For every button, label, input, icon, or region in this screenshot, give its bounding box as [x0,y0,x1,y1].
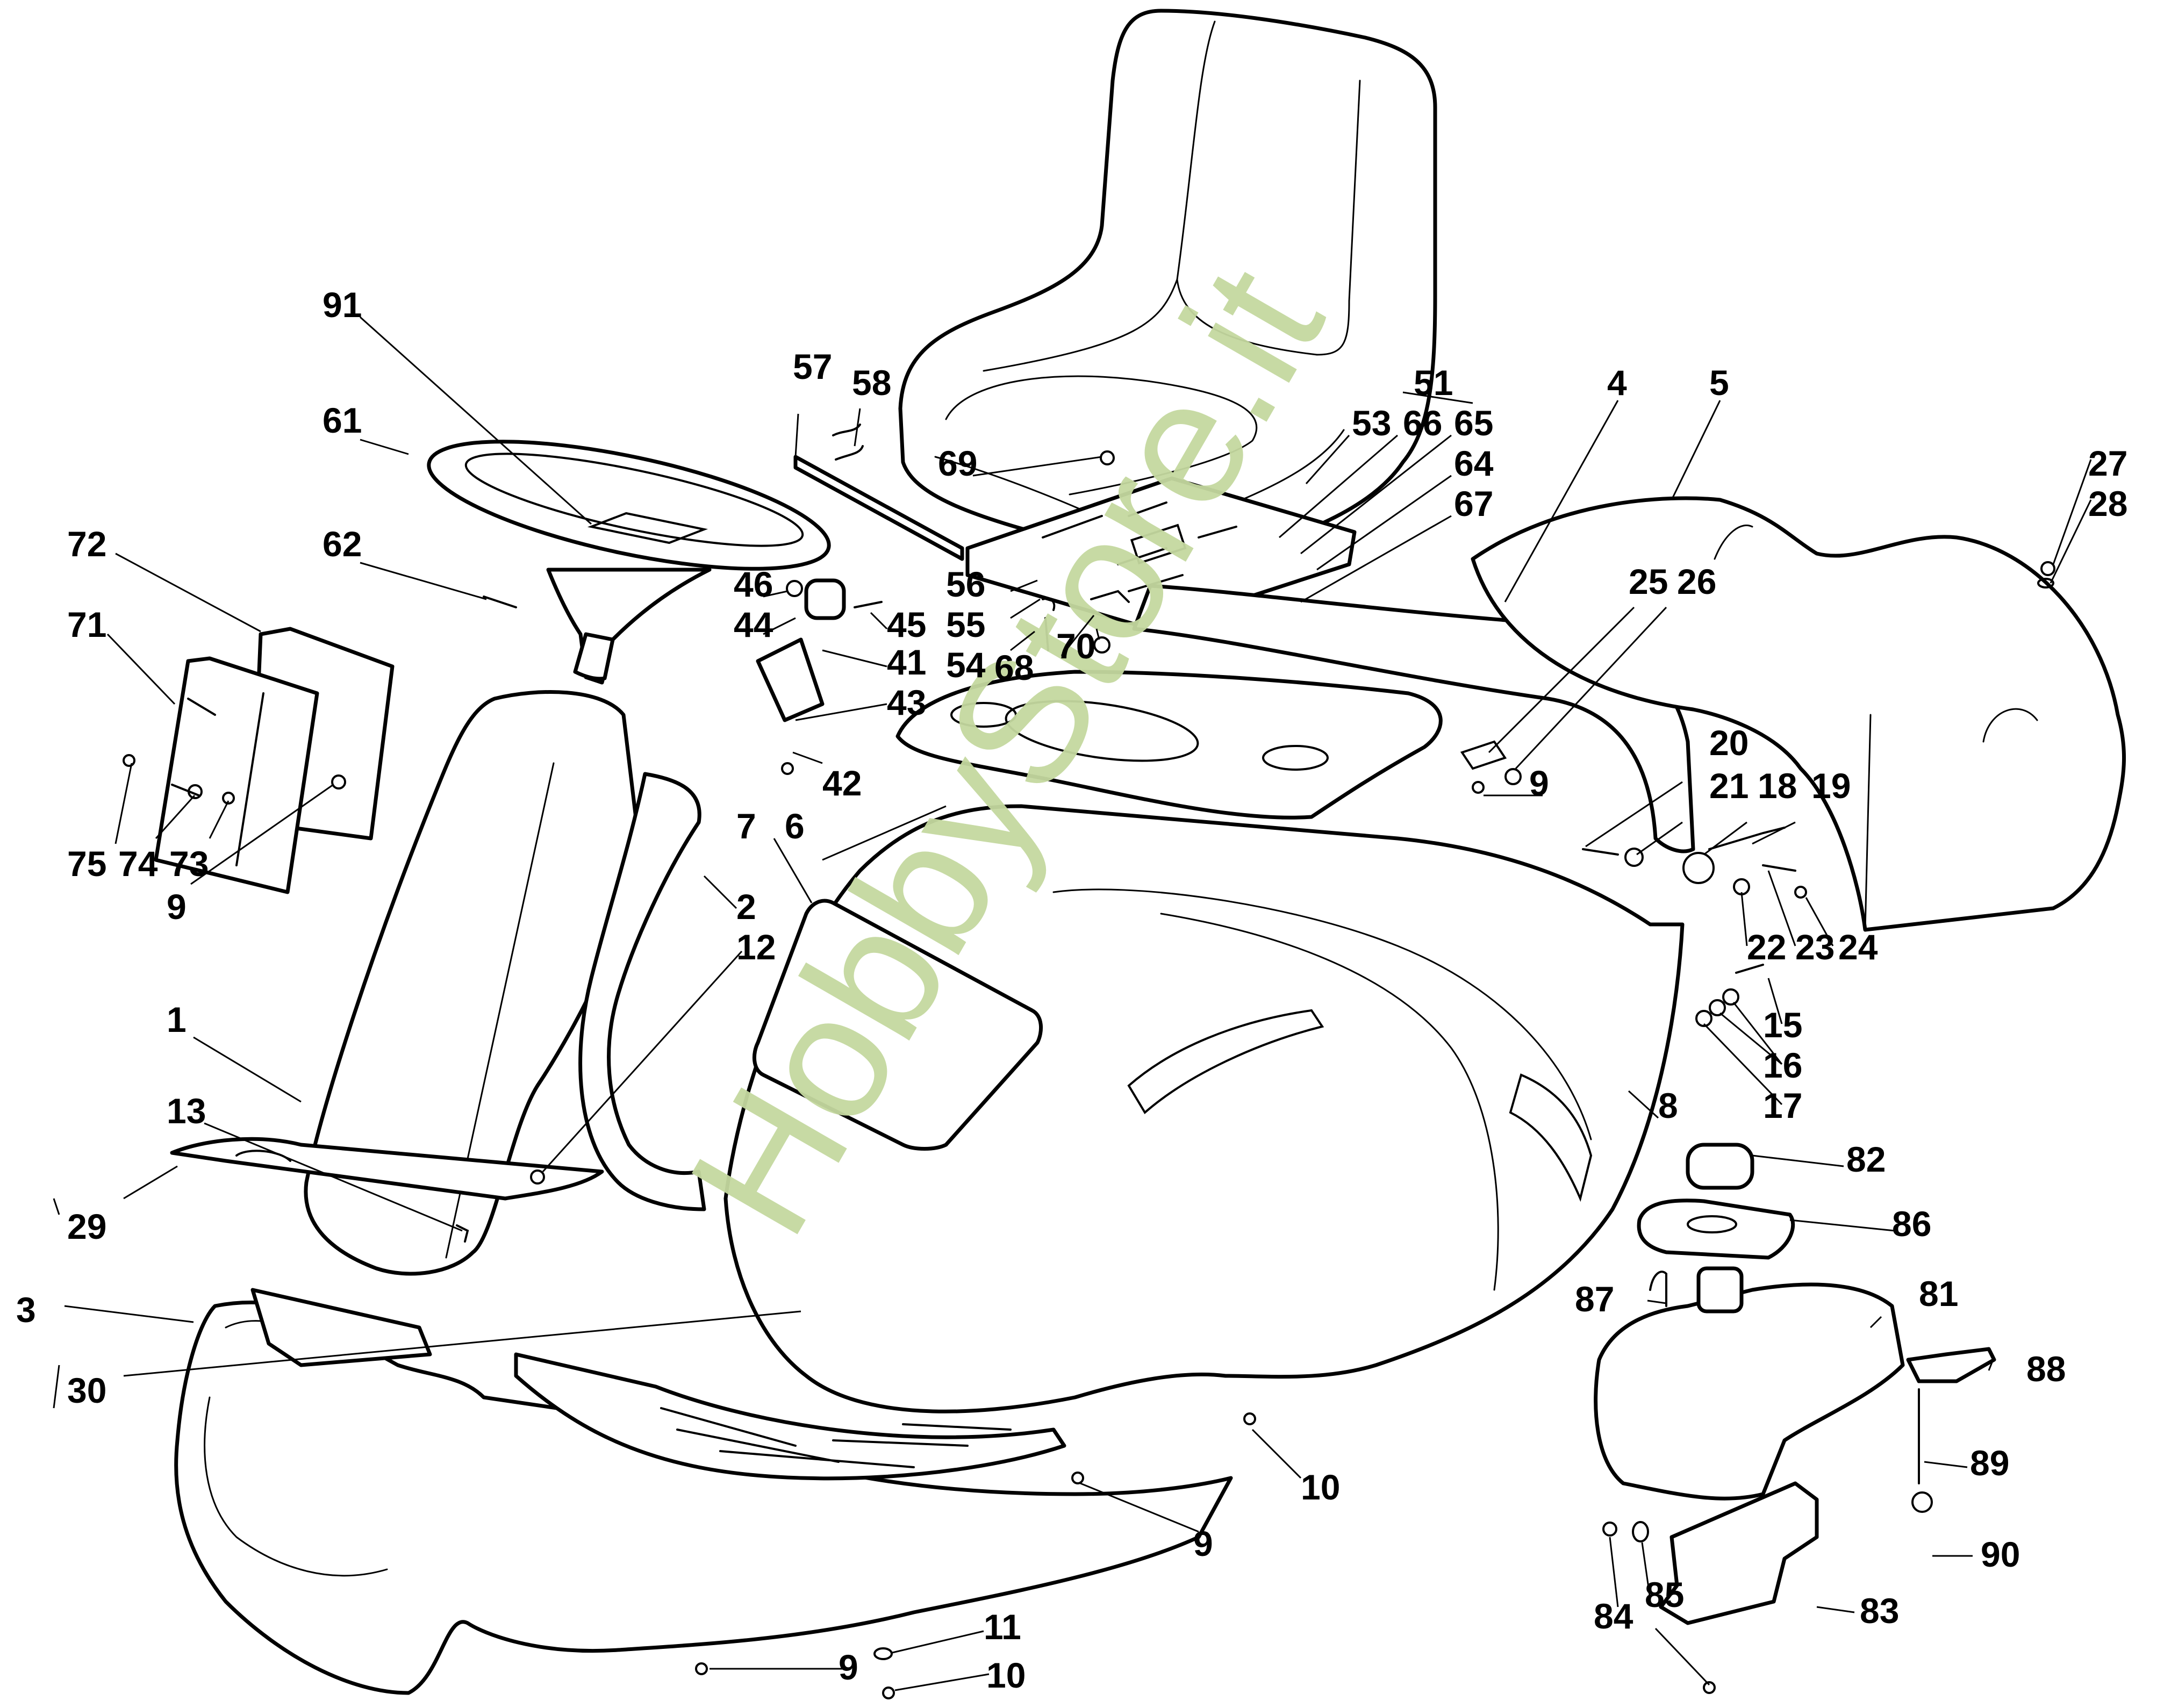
label-1[interactable]: 1 [167,1000,187,1039]
label-9-right[interactable]: 9 [1529,763,1549,803]
label-12[interactable]: 12 [736,927,776,967]
seat-tray-part[interactable] [895,670,1443,820]
label-10-bottom[interactable]: 10 [986,1655,1026,1695]
label-9-bottom[interactable]: 9 [839,1647,858,1687]
label-27[interactable]: 27 [2088,443,2127,483]
label-7[interactable]: 7 [736,806,756,846]
label-43[interactable]: 43 [887,683,926,722]
label-61[interactable]: 61 [323,400,362,440]
label-57[interactable]: 57 [793,347,832,386]
label-46[interactable]: 46 [734,564,773,604]
label-66[interactable]: 66 [1403,403,1442,443]
main-body-part[interactable] [723,804,1685,1413]
label-67[interactable]: 67 [1454,484,1493,523]
label-64[interactable]: 64 [1454,443,1494,483]
label-71[interactable]: 71 [67,605,106,644]
label-21[interactable]: 21 [1709,766,1749,806]
label-13[interactable]: 13 [167,1091,206,1131]
label-2[interactable]: 2 [736,887,756,927]
seat-plate-part[interactable] [793,424,1357,631]
label-62[interactable]: 62 [323,524,362,564]
label-18[interactable]: 18 [1758,766,1797,806]
footrest-right-part[interactable] [514,1352,1066,1481]
label-19[interactable]: 19 [1811,766,1851,806]
label-24[interactable]: 24 [1838,927,1878,967]
label-9-left[interactable]: 9 [167,887,187,927]
label-58[interactable]: 58 [852,363,891,403]
fasteners [123,445,2055,1699]
label-4[interactable]: 4 [1607,363,1627,403]
label-9-lower[interactable]: 9 [1193,1524,1213,1563]
label-25[interactable]: 25 [1629,562,1668,601]
label-75[interactable]: 75 [67,844,106,884]
label-53[interactable]: 53 [1352,403,1391,443]
label-56[interactable]: 56 [946,564,985,604]
label-87[interactable]: 87 [1575,1279,1614,1319]
label-26[interactable]: 26 [1677,562,1716,601]
label-91[interactable]: 91 [323,285,362,325]
label-74[interactable]: 74 [118,844,158,884]
label-73[interactable]: 73 [169,844,209,884]
label-69[interactable]: 69 [938,443,977,483]
label-22[interactable]: 22 [1747,927,1786,967]
leader-lines [53,316,2092,1691]
label-20[interactable]: 20 [1709,723,1749,763]
label-6[interactable]: 6 [785,806,805,846]
label-30[interactable]: 30 [67,1370,106,1410]
decal-part [587,512,708,544]
label-54[interactable]: 54 [946,645,986,685]
label-82[interactable]: 82 [1846,1139,1886,1179]
label-41[interactable]: 41 [887,642,926,682]
label-44[interactable]: 44 [734,605,773,644]
battery-box-part[interactable] [154,627,395,894]
rear-cover-part[interactable] [1471,496,2126,932]
label-81[interactable]: 81 [1919,1274,1958,1314]
label-68[interactable]: 68 [994,648,1034,687]
label-16[interactable]: 16 [1763,1045,1802,1085]
battery-cover-part[interactable] [752,899,1043,1151]
label-45[interactable]: 45 [887,605,926,644]
label-10-right[interactable]: 10 [1301,1467,1340,1507]
label-15[interactable]: 15 [1763,1005,1802,1045]
label-88[interactable]: 88 [2026,1349,2066,1389]
label-29[interactable]: 29 [67,1207,106,1246]
label-8[interactable]: 8 [1658,1086,1678,1125]
label-84[interactable]: 84 [1594,1596,1633,1636]
rear-dash-part[interactable] [578,772,706,1211]
label-55[interactable]: 55 [946,605,985,644]
steering-pin-part [483,595,517,608]
label-51[interactable]: 51 [1414,363,1453,403]
label-17[interactable]: 17 [1763,1086,1802,1125]
label-11[interactable]: 11 [984,1607,1021,1647]
fuel-tank-assembly[interactable] [1594,1143,1996,1694]
part-labels: 91 61 62 72 71 75 74 73 9 1 13 29 3 30 2… [16,285,2127,1695]
label-42[interactable]: 42 [822,763,862,803]
label-5[interactable]: 5 [1709,363,1729,403]
label-23[interactable]: 23 [1795,927,1835,967]
label-89[interactable]: 89 [1970,1443,2009,1483]
label-28[interactable]: 28 [2088,484,2127,523]
label-83[interactable]: 83 [1860,1591,1899,1631]
label-70[interactable]: 70 [1056,626,1095,666]
label-3[interactable]: 3 [16,1290,36,1330]
label-85[interactable]: 85 [1645,1575,1684,1614]
floor-grille-part [250,1288,432,1367]
label-86[interactable]: 86 [1892,1204,1931,1244]
label-72[interactable]: 72 [67,524,106,564]
label-65[interactable]: 65 [1454,403,1493,443]
label-90[interactable]: 90 [1981,1534,2020,1574]
steering-wheel-part[interactable] [419,415,839,685]
